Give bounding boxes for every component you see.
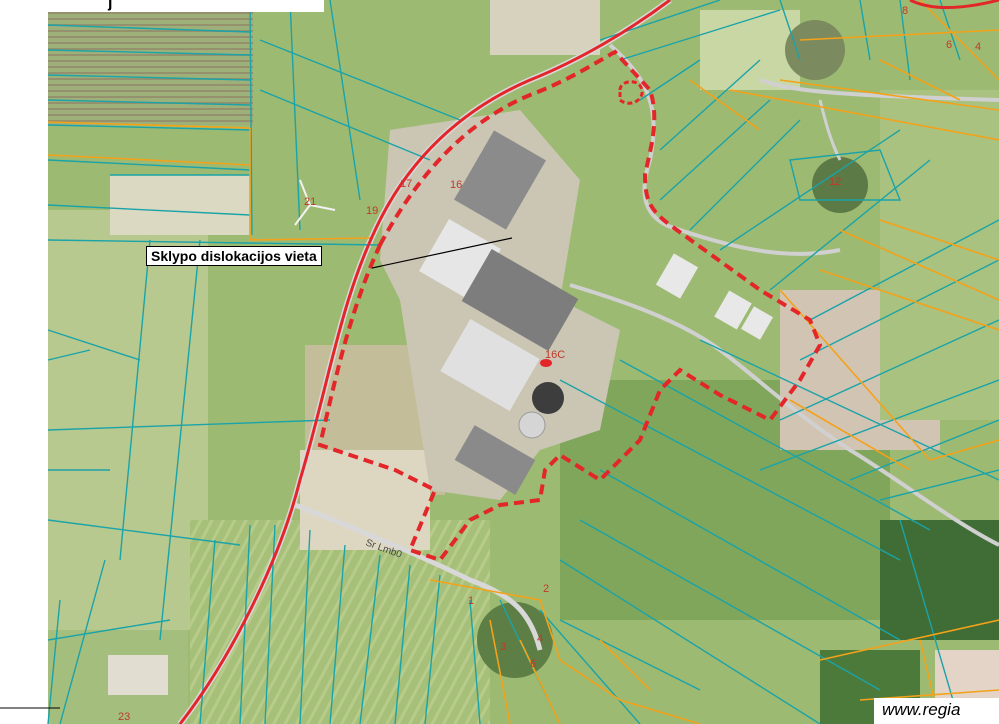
farm-lane (569, 283, 999, 547)
callout-leader-line (371, 237, 513, 269)
village-cluster-2 (785, 20, 845, 80)
village-road (759, 78, 999, 102)
shed-1 (655, 253, 699, 299)
parcel-number: 6 (946, 39, 952, 51)
site-boundary (317, 49, 823, 563)
barn-5 (454, 425, 536, 495)
side-road-south (294, 502, 543, 651)
parcel-number: 16C (545, 349, 565, 361)
shed-2 (714, 290, 752, 330)
field-northeast (700, 10, 800, 90)
round-tank (518, 411, 546, 439)
field-light-left (48, 210, 208, 630)
parcel-number: 17 (400, 178, 412, 190)
parcel-number: 4 (975, 41, 981, 53)
parcel-number: 16 (450, 179, 462, 191)
field-rows-top-left (48, 10, 253, 125)
barn-1 (454, 130, 546, 230)
forest-southeast (880, 520, 999, 640)
parcel-number: 8 (902, 5, 908, 17)
top-right-road-red-line (909, 0, 999, 9)
barn-3 (461, 249, 579, 351)
map-title-strip: j (48, 0, 324, 12)
parcel-number: 23 (118, 711, 130, 723)
parcel-number: 4 (537, 633, 543, 645)
side-road-north (608, 43, 841, 256)
parcel-number: 21 (304, 196, 316, 208)
building-23 (108, 655, 168, 695)
field-pale-left (110, 175, 250, 235)
site-boundary-small-ring (618, 80, 644, 105)
parcel-number: 6 (530, 658, 536, 670)
field-north (490, 0, 600, 55)
parcel-number: 3 (500, 641, 506, 653)
website-watermark: www.regia (874, 698, 999, 724)
parcel-number: 19 (366, 205, 378, 217)
parcel-number: 2 (543, 583, 549, 595)
village-cluster-1 (812, 157, 868, 213)
parcel-number: 1 (468, 595, 474, 607)
shed-3 (740, 306, 774, 340)
wind-turbine-icon (294, 179, 336, 226)
silo-tank (532, 382, 564, 414)
left-margin (0, 0, 48, 724)
cadastre-orange-lines (47, 0, 999, 724)
barn-4 (440, 319, 540, 411)
parcel-number: 12 (829, 176, 841, 188)
village-cluster-3 (477, 602, 553, 678)
main-road-red-line (178, 0, 671, 724)
site-location-callout: Sklypo dislokacijos vieta (146, 246, 322, 266)
site-marker-16c (540, 359, 552, 367)
field-stripes-south (190, 520, 490, 724)
